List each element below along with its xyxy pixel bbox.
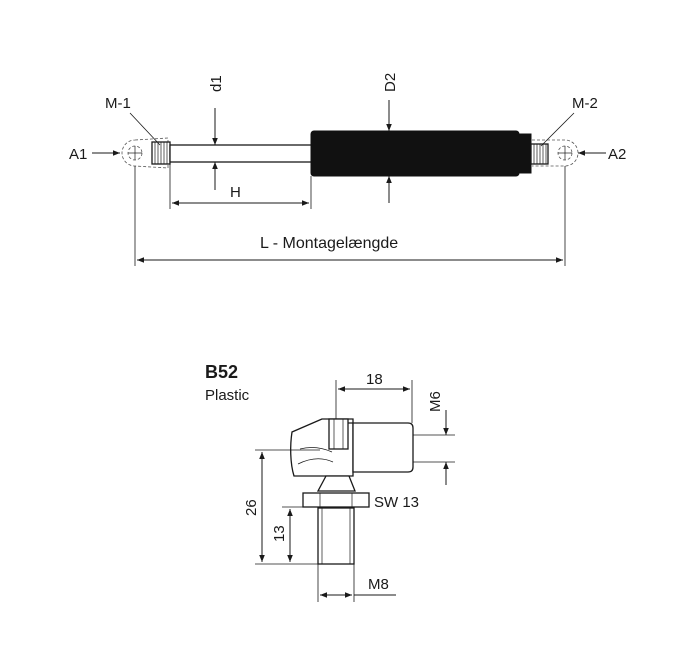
ball-socket <box>290 418 414 477</box>
m2-leader <box>540 112 575 147</box>
right-thread-fitting <box>530 143 549 165</box>
hex-nut <box>302 492 370 508</box>
bottom-thread-label: M8 <box>368 576 389 593</box>
material-label: Plastic <box>205 387 250 404</box>
left-eye <box>121 137 169 169</box>
model-title: B52 <box>205 362 238 382</box>
cylinder-tube <box>310 130 532 177</box>
length-label: L - Montagelængde <box>260 235 398 252</box>
a2-label: A2 <box>608 146 626 163</box>
width-label: 18 <box>366 371 383 388</box>
fitting-neck <box>316 475 356 492</box>
side-thread-dim <box>413 410 455 485</box>
left-thread-fitting <box>151 141 171 165</box>
wrench-size-label: SW 13 <box>374 494 419 511</box>
d1-label: d1 <box>208 75 225 92</box>
width-dim <box>335 380 413 423</box>
bottom-thread-dim <box>317 564 396 602</box>
thread-length-dim <box>282 506 303 562</box>
d2-label: D2 <box>382 73 399 92</box>
m1-leader <box>129 112 161 146</box>
gas-spring-drawing: M-1 M-2 A1 A2 d1 D2 H L - Montagelængde <box>69 73 626 266</box>
height-dim <box>255 449 320 565</box>
a1-label: A1 <box>69 146 87 163</box>
length-dim <box>134 166 566 266</box>
threaded-stud <box>317 507 355 565</box>
m2-label: M-2 <box>572 95 598 112</box>
right-eye <box>532 139 579 167</box>
piston-rod <box>169 144 313 163</box>
side-thread-label: M6 <box>427 391 444 412</box>
stroke-dim <box>169 164 312 209</box>
h-label: H <box>230 184 241 201</box>
b52-fitting-drawing: B52 Plastic <box>205 362 455 602</box>
height-label: 26 <box>243 499 260 516</box>
thread-length-label: 13 <box>271 525 288 542</box>
m1-label: M-1 <box>105 95 131 112</box>
